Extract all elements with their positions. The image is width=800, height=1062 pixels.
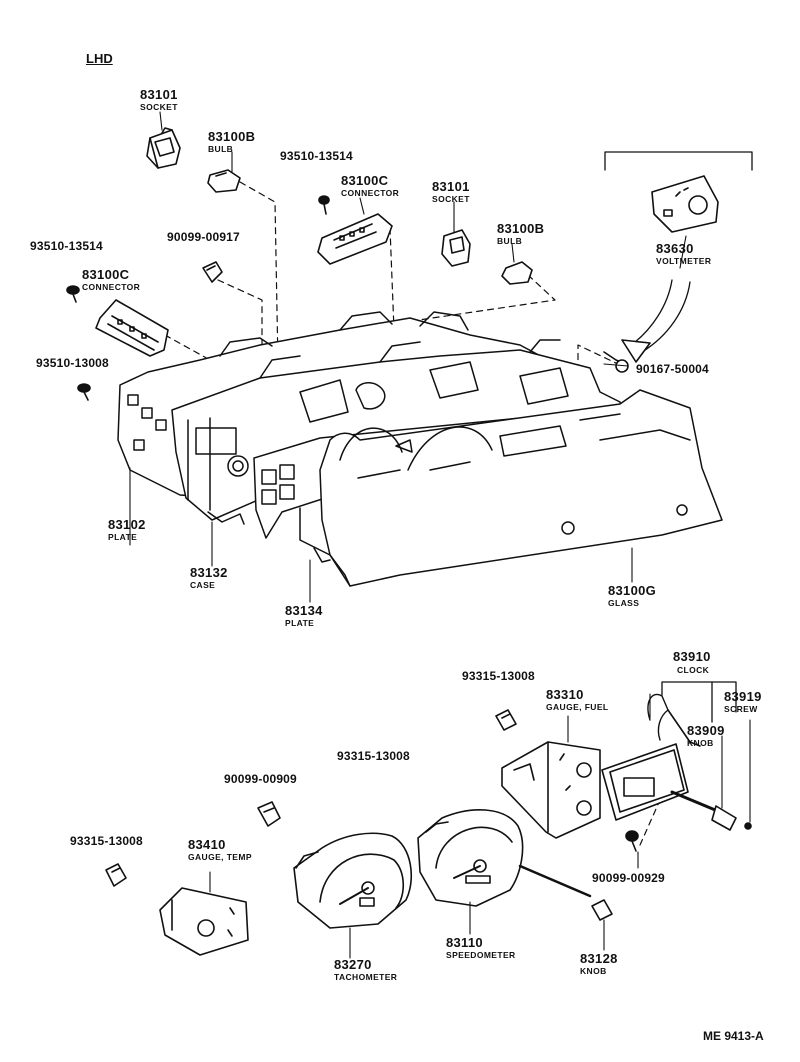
part-90099-00909-number: 90099-00909: [224, 772, 297, 786]
part-90099-00917-number: 90099-00917: [167, 230, 240, 244]
screw-93510-13008: [77, 383, 91, 401]
temp-gauge-83410: [159, 887, 249, 956]
part-83100b-bulb-right-name: BULB: [497, 236, 523, 246]
part-83101-socket-right-number: 83101: [432, 179, 470, 194]
part-83100c-connector-upper-name: CONNECTOR: [341, 188, 400, 198]
part-93510-13008-number: 93510-13008: [36, 356, 109, 370]
part-83132-case-name: CASE: [190, 580, 216, 590]
speedometer-knob-83128: [518, 864, 613, 921]
clock-screw-83919: [744, 822, 752, 830]
part-83630-voltmeter-number: 83630: [656, 241, 694, 256]
part-83100b-bulb-right-number: 83100B: [497, 221, 545, 236]
part-93315-13008-temp-number: 93315-13008: [70, 834, 143, 848]
part-83132-case-number: 83132: [190, 565, 228, 580]
voltmeter-arrow: [621, 279, 691, 363]
part-83909-knob-number: 83909: [687, 723, 725, 738]
screw-93315-13008-temp: [105, 863, 127, 887]
part-90099-00929-number: 90099-00929: [592, 871, 665, 885]
part-83110-speedometer-number: 83110: [446, 935, 483, 950]
clock-knob-83909: [670, 790, 737, 831]
screw-90099-00917: [202, 261, 223, 283]
part-83910-clock-number: 83910: [673, 649, 711, 664]
part-83270-tachometer-number: 83270: [334, 957, 372, 972]
voltmeter-83630: [651, 175, 719, 233]
part-83128-knob-number: 83128: [580, 951, 618, 966]
part-83919-screw-name: SCREW: [724, 704, 758, 714]
bulb-83100b-right: [501, 261, 533, 285]
part-93510-13514-left-number: 93510-13514: [30, 239, 103, 253]
part-83310-fuel-gauge-number: 83310: [546, 687, 584, 702]
socket-83101-left: [146, 127, 181, 169]
region-header: LHD: [86, 51, 113, 66]
leader-lines: [129, 111, 751, 959]
part-83910-clock-name: CLOCK: [677, 665, 710, 675]
part-83100g-glass-number: 83100G: [608, 583, 657, 598]
part-83110-speedometer-name: SPEEDOMETER: [446, 950, 516, 960]
tachometer-83270: [293, 832, 413, 929]
part-83100g-glass-name: GLASS: [608, 598, 640, 608]
part-83100b-bulb-left-name: BULB: [208, 144, 234, 154]
part-83310-fuel-gauge-name: GAUGE, FUEL: [546, 702, 609, 712]
part-83100b-bulb-left-number: 83100B: [208, 129, 256, 144]
part-83919-screw-number: 83919: [724, 689, 762, 704]
part-83100c-connector-left-name: CONNECTOR: [82, 282, 141, 292]
socket-83101-right: [441, 229, 471, 267]
part-90167-50004-number: 90167-50004: [636, 362, 709, 376]
part-83410-temp-gauge-name: GAUGE, TEMP: [188, 852, 252, 862]
part-83101-socket-left-name: SOCKET: [140, 102, 178, 112]
screw-93510-13514-left: [66, 285, 80, 303]
fuel-gauge-83310: [501, 741, 601, 839]
part-93510-13514-upper-number: 93510-13514: [280, 149, 353, 163]
connector-83100c-left: [95, 299, 169, 357]
part-83128-knob-name: KNOB: [580, 966, 607, 976]
part-83102-plate-name: PLATE: [108, 532, 138, 542]
part-83134-plate-number: 83134: [285, 603, 323, 618]
voltmeter-bracket: [604, 151, 753, 171]
part-83134-plate-name: PLATE: [285, 618, 315, 628]
screw-90099-00909: [257, 801, 281, 827]
clock-bracket: [661, 681, 737, 723]
screw-93315-13008-fuel: [495, 709, 517, 731]
part-83630-voltmeter-name: VOLTMETER: [656, 256, 712, 266]
part-83270-tachometer-name: TACHOMETER: [334, 972, 398, 982]
screw-93510-13514-upper: [318, 195, 330, 215]
clock-83910: [601, 693, 701, 821]
part-93315-13008-fuel-number: 93315-13008: [462, 669, 535, 683]
screw-90099-00929: [625, 830, 639, 852]
part-83102-plate-number: 83102: [108, 517, 146, 532]
speedometer-83110: [417, 809, 524, 907]
part-83100c-connector-left-number: 83100C: [82, 267, 130, 282]
part-83101-socket-left-number: 83101: [140, 87, 178, 102]
part-83410-temp-gauge-number: 83410: [188, 837, 226, 852]
diagram-reference-code: ME 9413-A: [703, 1029, 764, 1043]
part-83909-knob-name: KNOB: [687, 738, 714, 748]
screw-90167-50004: [603, 351, 629, 373]
part-93315-13008-mid-number: 93315-13008: [337, 749, 410, 763]
part-83100c-connector-upper-number: 83100C: [341, 173, 389, 188]
bulb-83100b-left: [207, 169, 241, 193]
part-83101-socket-right-name: SOCKET: [432, 194, 470, 204]
cluster-glass-83100g: [319, 389, 723, 587]
connector-83100c-upper: [317, 213, 393, 265]
